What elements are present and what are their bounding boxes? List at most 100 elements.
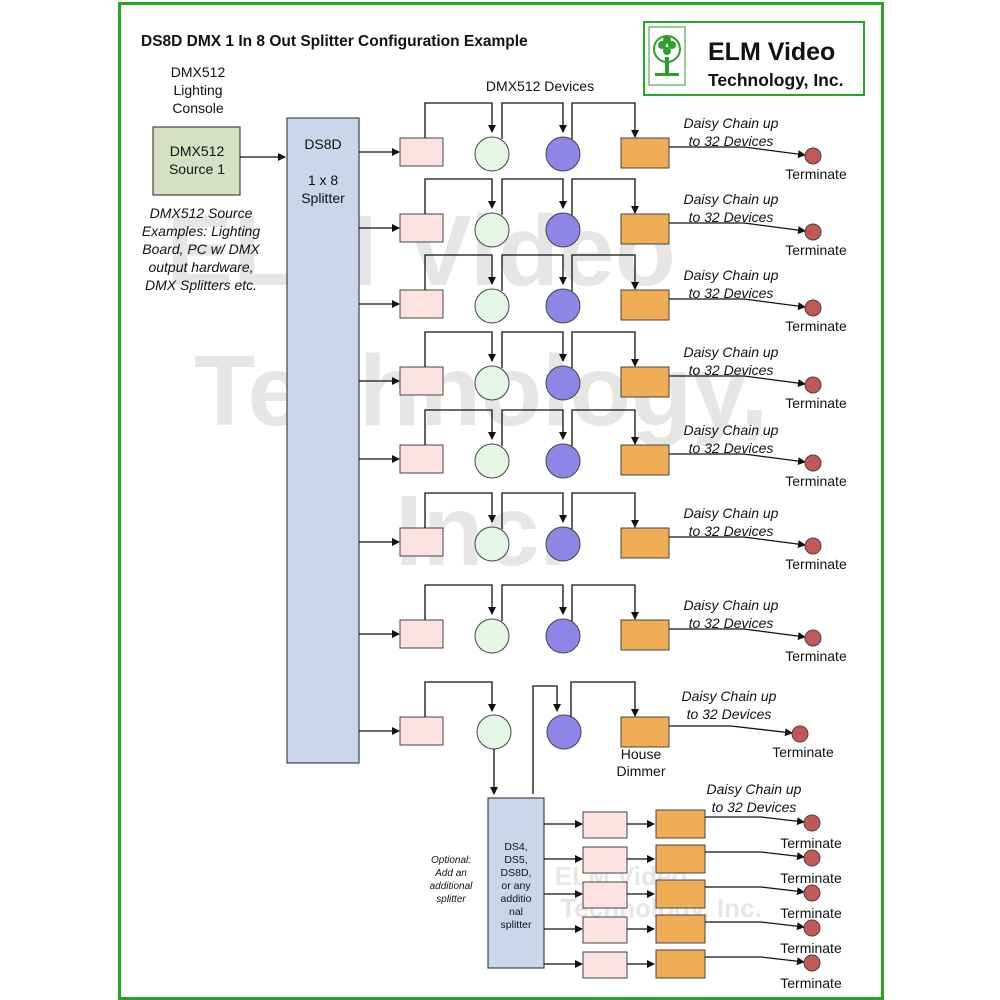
terminator bbox=[804, 147, 822, 165]
connector-box bbox=[399, 213, 444, 243]
diagram-frame: ELM Video Technology, Inc. DS8D DMX 1 In… bbox=[118, 2, 884, 1000]
terminate-label: Terminate bbox=[780, 905, 842, 921]
daisy-label-2: to 32 Devices bbox=[689, 362, 774, 378]
second-splitter bbox=[487, 797, 545, 969]
daisy-label-2: to 32 Devices bbox=[687, 706, 772, 722]
dmx-dimmer-box bbox=[655, 844, 706, 874]
dmx-fixture-circle bbox=[545, 136, 581, 172]
daisy-chain-line bbox=[669, 725, 793, 737]
splitter-label-2: 1 x 8 bbox=[308, 172, 339, 188]
daisy-label-2: to 32 Devices bbox=[689, 440, 774, 456]
link-to-device-1 bbox=[424, 492, 496, 528]
daisy-chain-line bbox=[705, 851, 805, 861]
splitter-label-1: DS8D bbox=[304, 136, 341, 152]
dmx-source-label-2: Source 1 bbox=[169, 161, 225, 177]
dmx-device-circle bbox=[474, 618, 510, 654]
daisy-label-2: to 32 Devices bbox=[689, 209, 774, 225]
terminator bbox=[803, 954, 821, 972]
svg-text:Optional:: Optional: bbox=[431, 855, 471, 866]
daisy-chain-line bbox=[669, 146, 806, 159]
link-to-device-1 bbox=[424, 409, 496, 445]
terminate-label: Terminate bbox=[785, 473, 847, 489]
terminate-label: Terminate bbox=[785, 648, 847, 664]
dmx-dimmer-box bbox=[620, 289, 670, 321]
daisy-label-1: Daisy Chain up bbox=[684, 267, 779, 283]
dmx-dimmer-box bbox=[655, 914, 706, 944]
link-to-device-2 bbox=[501, 584, 567, 621]
link-to-house-dimmer bbox=[570, 681, 639, 717]
link-to-device-1 bbox=[424, 681, 496, 717]
logo-line-2: Technology, Inc. bbox=[708, 70, 843, 90]
svg-text:Board, PC w/ DMX: Board, PC w/ DMX bbox=[142, 241, 260, 257]
dmx-device-circle bbox=[474, 288, 510, 324]
terminator bbox=[803, 849, 821, 867]
house-dimmer-label-2: Dimmer bbox=[617, 763, 666, 779]
svg-text:output hardware,: output hardware, bbox=[148, 259, 253, 275]
svg-text:DS8D,: DS8D, bbox=[501, 867, 532, 879]
second-splitter-label: DS4, DS5, DS8D, or any additio nal split… bbox=[501, 841, 532, 931]
svg-text:DS5,: DS5, bbox=[504, 854, 527, 866]
link-to-device-3 bbox=[571, 584, 639, 621]
daisy-chain-line bbox=[669, 628, 806, 641]
devices-label: DMX512 Devices bbox=[486, 78, 594, 94]
sub-daisy-label-2: to 32 Devices bbox=[712, 799, 797, 815]
dmx-fixture-circle bbox=[545, 365, 581, 401]
diagram-title: DS8D DMX 1 In 8 Out Splitter Configurati… bbox=[141, 33, 528, 50]
sub-output-row-3: Terminate bbox=[544, 879, 842, 921]
terminate-label: Terminate bbox=[785, 318, 847, 334]
terminator bbox=[803, 884, 821, 902]
dmx-source-box bbox=[152, 126, 241, 196]
connector-box bbox=[582, 916, 628, 944]
connector-box bbox=[582, 951, 628, 979]
dmx-fixture-circle bbox=[545, 443, 581, 479]
dmx-device-circle bbox=[474, 443, 510, 479]
dmx-source-label-1: DMX512 bbox=[170, 143, 225, 159]
logo-line-1: ELM Video bbox=[708, 38, 835, 66]
link-to-device-1 bbox=[424, 584, 496, 620]
link-to-device-3 bbox=[571, 178, 639, 215]
daisy-label-1: Daisy Chain up bbox=[684, 597, 779, 613]
link-to-device-2 bbox=[501, 409, 567, 446]
svg-text:additio: additio bbox=[501, 893, 532, 905]
daisy-label-2: to 32 Devices bbox=[689, 615, 774, 631]
link-to-device-2 bbox=[501, 254, 567, 291]
svg-text:Console: Console bbox=[172, 100, 224, 116]
svg-text:additional: additional bbox=[430, 881, 474, 892]
dmx-dimmer-box bbox=[620, 444, 670, 476]
dmx-device-circle bbox=[474, 526, 510, 562]
house-dimmer-label-1: House bbox=[621, 746, 662, 762]
terminate-label: Terminate bbox=[785, 242, 847, 258]
svg-text:splitter: splitter bbox=[501, 919, 532, 931]
terminator bbox=[803, 814, 821, 832]
daisy-label-1: Daisy Chain up bbox=[684, 422, 779, 438]
terminate-label: Terminate bbox=[785, 395, 847, 411]
terminator bbox=[804, 376, 822, 394]
svg-text:nal: nal bbox=[509, 906, 523, 918]
connector-box bbox=[399, 289, 444, 319]
daisy-label-1: Daisy Chain up bbox=[684, 344, 779, 360]
dmx-dimmer-box bbox=[655, 879, 706, 909]
terminator bbox=[804, 299, 822, 317]
link-to-device-3 bbox=[571, 331, 639, 368]
connector-box bbox=[582, 881, 628, 909]
daisy-chain-line bbox=[669, 375, 806, 388]
dmx-dimmer-box bbox=[620, 619, 670, 651]
terminate-label: Terminate bbox=[780, 835, 842, 851]
connector-box bbox=[399, 527, 444, 557]
terminator bbox=[791, 725, 809, 743]
link-to-device-3 bbox=[571, 492, 639, 529]
terminate-label: Terminate bbox=[780, 870, 842, 886]
daisy-label-1: Daisy Chain up bbox=[682, 688, 777, 704]
ds8d-splitter bbox=[286, 117, 360, 764]
terminator bbox=[803, 919, 821, 937]
connector-box bbox=[399, 366, 444, 396]
dmx-dimmer-box bbox=[620, 527, 670, 559]
daisy-label-2: to 32 Devices bbox=[689, 285, 774, 301]
connector-box bbox=[582, 811, 628, 839]
sub-output-rows: TerminateTerminateTerminateTerminateTerm… bbox=[544, 809, 842, 991]
